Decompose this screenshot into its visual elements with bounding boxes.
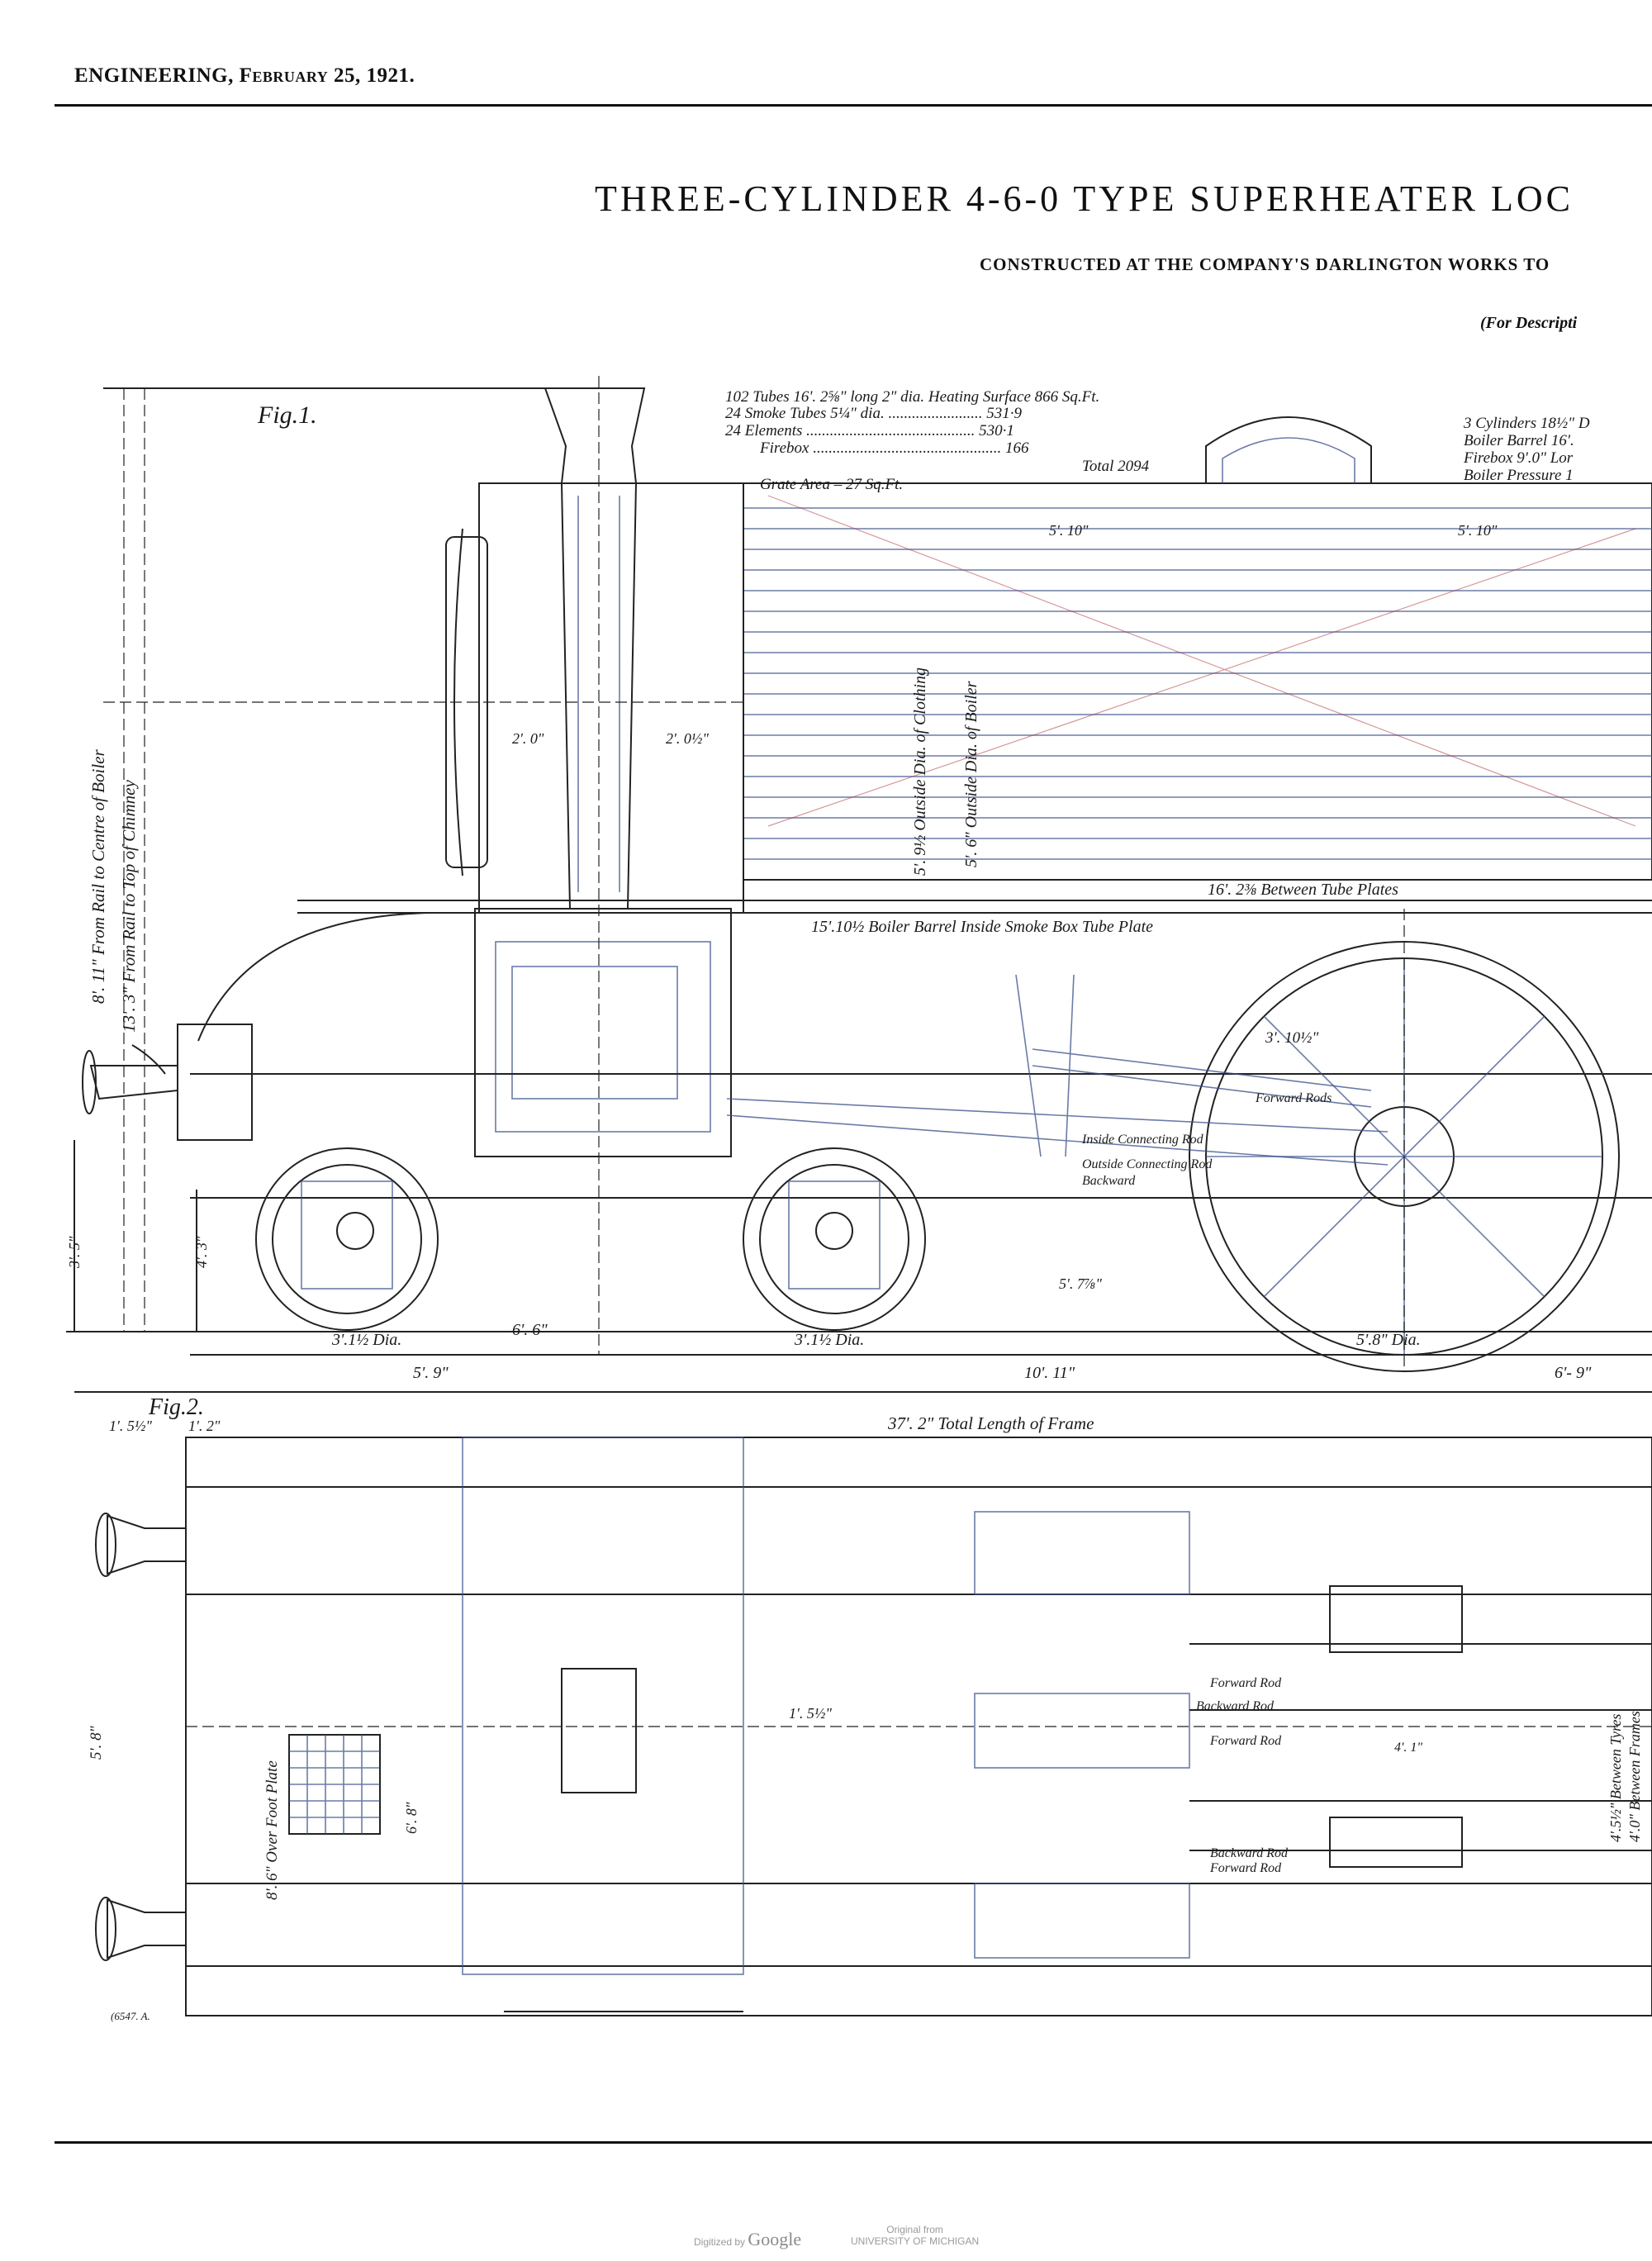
fig2-plan-view bbox=[74, 1391, 1652, 2016]
plan-forward-rod-1: Forward Rod bbox=[1209, 1676, 1282, 1690]
plan-backward-rod-2: Backward Rod bbox=[1210, 1846, 1289, 1860]
plan-backward-rod-1: Backward Rod bbox=[1196, 1699, 1275, 1713]
fig1-inside-rod: Inside Connecting Rod bbox=[1081, 1133, 1204, 1147]
dim-outside-boiler: 5'. 6" Outside Dia. of Boiler bbox=[962, 681, 980, 867]
issue-date: February 25, 1921. bbox=[239, 64, 415, 87]
spec-line-4: Boiler Pressure 1 bbox=[1464, 467, 1574, 484]
dim-buffer-height: 3'. 5" bbox=[66, 1236, 83, 1269]
fig2-label: Fig.2. bbox=[148, 1394, 204, 1420]
heating-line-4: Firebox ................................… bbox=[759, 439, 1029, 457]
dim-chimney-2-0: 2'. 0" bbox=[512, 730, 544, 747]
bogie-wheels bbox=[255, 1147, 926, 1331]
digitized-by-google: Digitized by Google bbox=[694, 2229, 801, 2250]
dim-front-overhang: 1'. 5½" bbox=[109, 1418, 152, 1434]
dim-5-10-a: 5'. 10" bbox=[1049, 522, 1089, 539]
fig1-outside-rod: Outside Connecting Rod bbox=[1082, 1157, 1213, 1171]
buffer-beam bbox=[177, 1024, 253, 1141]
dim-1-5-half: 1'. 5½" bbox=[789, 1705, 832, 1722]
plate-title: THREE-CYLINDER 4-6-0 TYPE SUPERHEATER LO… bbox=[595, 178, 1574, 219]
drawing-number: (6547. A. bbox=[111, 2010, 150, 2022]
dim-6-8: 6'. 8" bbox=[403, 1802, 420, 1834]
dim-chimney-2-0-half: 2'. 0½" bbox=[666, 730, 709, 747]
dim-crank: 3'. 10½" bbox=[1265, 1029, 1319, 1047]
heating-total: Total 2094 bbox=[1082, 458, 1150, 475]
heating-line-2: 24 Smoke Tubes 5¼" dia. ................… bbox=[725, 405, 1022, 422]
dim-between-frames: 4'.0" Between Frames bbox=[1626, 1711, 1643, 1842]
plan-forward-rod-2: Forward Rod bbox=[1209, 1734, 1282, 1748]
running-header: ENGINEERING, February 25, 1921. bbox=[74, 64, 415, 88]
original-from-text: Original from bbox=[886, 2224, 943, 2235]
university-text: UNIVERSITY OF MICHIGAN bbox=[851, 2235, 980, 2247]
cylinder-block bbox=[474, 908, 732, 1157]
dim-rail-to-boiler: 8'. 11" From Rail to Centre of Boiler bbox=[88, 749, 108, 1004]
fig1-side-elevation bbox=[66, 376, 1652, 1372]
dim-over-foot-plate: 8'. 6" Over Foot Plate bbox=[263, 1760, 281, 1900]
dim-plate-width: 5'. 8" bbox=[88, 1725, 105, 1760]
dim-bogie-wheel-2: 3'.1½ Dia. bbox=[794, 1331, 864, 1349]
dim-span-a: 5'. 9" bbox=[413, 1364, 449, 1382]
boiler-barrel bbox=[743, 482, 1652, 881]
dim-coupler-height: 4'. 3" bbox=[193, 1236, 210, 1268]
chimney bbox=[544, 387, 646, 910]
steam-dome bbox=[1205, 416, 1372, 483]
fig1-label: Fig.1. bbox=[257, 401, 317, 429]
dim-span-c: 6'- 9" bbox=[1555, 1364, 1592, 1382]
dim-5-7: 5'. 7⅞" bbox=[1059, 1275, 1102, 1292]
buffer bbox=[89, 1065, 178, 1100]
dim-rail-to-chimney: 13'. 3" From Rail to Top of Chimney bbox=[119, 780, 139, 1033]
spec-line-1: 3 Cylinders 18½" D bbox=[1463, 415, 1590, 432]
google-logo: Google bbox=[748, 2229, 802, 2249]
grate-area: Grate Area – 27 Sq.Ft. bbox=[760, 476, 903, 493]
boiler-tubes bbox=[743, 507, 1652, 860]
heating-line-1: 102 Tubes 16'. 2⅝" long 2" dia. Heating … bbox=[725, 388, 1099, 406]
valve-motion bbox=[726, 974, 1389, 1166]
digitized-text: Digitized by bbox=[694, 2236, 746, 2248]
description-note: (For Descripti bbox=[1480, 314, 1578, 332]
dim-bogie-wheel-1: 3'.1½ Dia. bbox=[331, 1331, 401, 1349]
dim-between-tyres: 4'.5½" Between Tyres bbox=[1607, 1714, 1624, 1842]
smokebox bbox=[478, 482, 744, 914]
dim-5-10-b: 5'. 10" bbox=[1458, 522, 1498, 539]
spec-line-3: Firebox 9'.0" Lor bbox=[1463, 449, 1574, 467]
fig1-forward-rods: Forward Rods bbox=[1255, 1091, 1332, 1105]
buffer-plan-top bbox=[107, 1514, 187, 1575]
spec-line-2: Boiler Barrel 16'. bbox=[1464, 432, 1574, 449]
plate-subtitle: CONSTRUCTED AT THE COMPANY'S DARLINGTON … bbox=[980, 254, 1550, 274]
header-rule bbox=[55, 104, 1652, 107]
plan-forward-rod-3: Forward Rod bbox=[1209, 1861, 1282, 1875]
footer-rule bbox=[55, 2141, 1652, 2144]
dim-driving-wheel: 5'.8" Dia. bbox=[1356, 1331, 1421, 1349]
original-from: Original from UNIVERSITY OF MICHIGAN bbox=[851, 2224, 979, 2247]
journal-name: ENGINEERING, bbox=[74, 64, 234, 87]
dim-bogie-base: 6'. 6" bbox=[512, 1321, 548, 1339]
dim-fig2-1-2: 1'. 2" bbox=[188, 1418, 221, 1434]
dim-tube-plates: 16'. 2⅜ Between Tube Plates bbox=[1208, 881, 1398, 899]
cylinder-plan bbox=[561, 1668, 637, 1793]
dim-smoke-box: 15'.10½ Boiler Barrel Inside Smoke Box T… bbox=[811, 918, 1153, 936]
dim-frame-length: 37'. 2" Total Length of Frame bbox=[887, 1413, 1094, 1433]
fig1-backward: Backward bbox=[1082, 1174, 1136, 1188]
dim-outside-clothing: 5'. 9½ Outside Dia. of Clothing bbox=[911, 667, 929, 876]
driving-axle-box bbox=[1329, 1585, 1463, 1653]
dim-span-b: 10'. 11" bbox=[1024, 1364, 1075, 1382]
heating-line-3: 24 Elements ............................… bbox=[725, 422, 1014, 439]
buffer-plan-bottom bbox=[107, 1898, 187, 1959]
dim-4-1: 4'. 1" bbox=[1394, 1741, 1422, 1755]
